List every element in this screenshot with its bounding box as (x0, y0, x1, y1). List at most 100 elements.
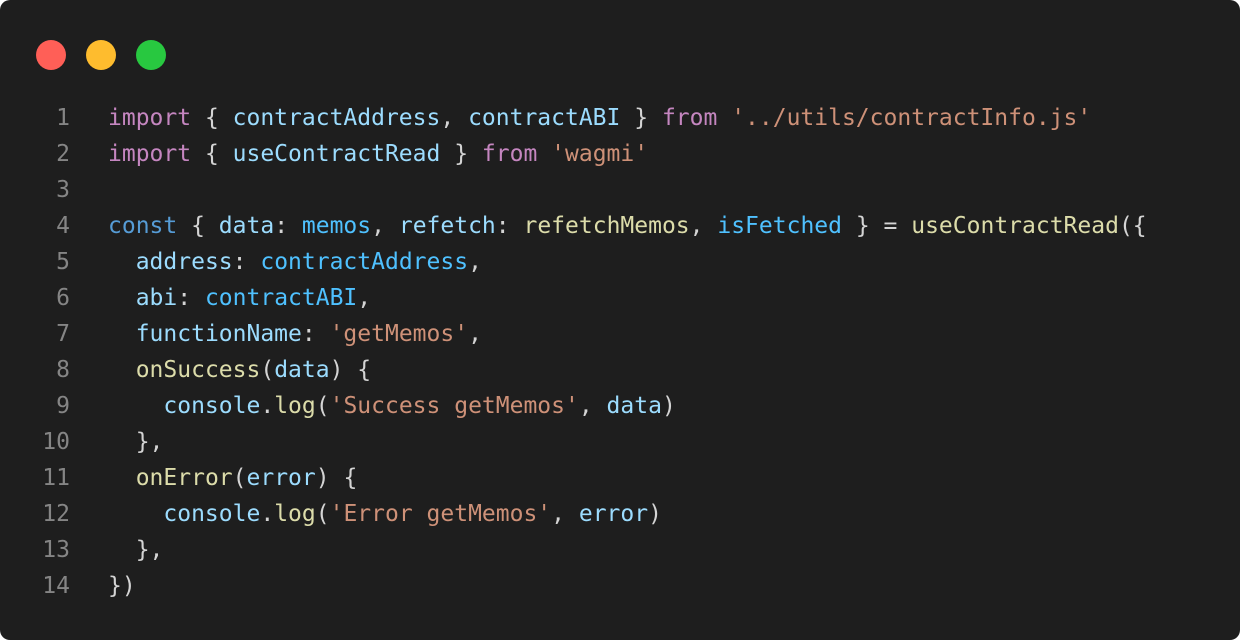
line-number: 2 (56, 141, 70, 167)
code-token: : (301, 321, 330, 347)
code-block: 1 import { contractAddress, contractABI }… (0, 100, 1240, 604)
code-token: memos (301, 213, 372, 239)
code-line: 2 import { useContractRead } from 'wagmi' (0, 136, 1240, 172)
code-token: }, (108, 429, 164, 455)
code-token: log (274, 501, 316, 527)
code-token: import (108, 105, 192, 131)
code-token: const (108, 213, 178, 239)
window-titlebar (0, 0, 1240, 80)
code-token: }, (108, 537, 164, 563)
code-token: contractABI (204, 285, 358, 311)
line-number: 3 (56, 177, 70, 203)
code-token: , (357, 285, 372, 311)
code-token: }) (108, 573, 136, 599)
line-number: 10 (42, 429, 70, 455)
code-token: import (108, 141, 192, 167)
code-line: 13 }, (0, 532, 1240, 568)
code-token: : (495, 213, 524, 239)
code-token: : (177, 285, 205, 311)
code-token: address (135, 249, 233, 275)
code-token: from (661, 105, 718, 131)
code-line-content: address: contractAddress, (108, 244, 482, 280)
code-token: contractAddress (232, 105, 441, 131)
line-number: 11 (42, 465, 70, 491)
code-token: 'Success getMemos' (329, 393, 579, 419)
code-token: contractABI (468, 105, 621, 131)
code-token: ) { (315, 465, 358, 491)
code-line-content: console.log('Success getMemos', data) (108, 388, 675, 424)
code-token: refetch (398, 213, 496, 239)
code-token: ( (315, 393, 330, 419)
close-window-icon[interactable] (36, 40, 66, 70)
code-token (108, 285, 136, 311)
code-token: } (440, 141, 482, 167)
code-line: 1 import { contractAddress, contractABI }… (0, 100, 1240, 136)
code-line: 10 }, (0, 424, 1240, 460)
code-line: 6 abi: contractABI, (0, 280, 1240, 316)
code-token: , (440, 105, 469, 131)
code-token: functionName (135, 321, 302, 347)
code-line-content: onError(error) { (108, 460, 358, 496)
code-line-content: onSuccess(data) { (108, 352, 371, 388)
code-line: 11 onError(error) { (0, 460, 1240, 496)
code-line-content: }) (108, 568, 136, 604)
code-token: { (191, 141, 233, 167)
code-token: . (260, 501, 275, 527)
code-token: , (578, 393, 607, 419)
code-token: ) (648, 501, 662, 527)
line-number: 8 (56, 357, 70, 383)
code-token: . (260, 393, 275, 419)
code-token: : (274, 213, 302, 239)
code-line-content: import { useContractRead } from 'wagmi' (108, 136, 648, 172)
code-token: contractAddress (260, 249, 469, 275)
code-line: 12 console.log('Error getMemos', error) (0, 496, 1240, 532)
code-token: data (606, 393, 662, 419)
code-token: , (468, 321, 482, 347)
code-token: { (191, 105, 233, 131)
code-token: 'Error getMemos' (329, 501, 552, 527)
code-line-content: const { data: memos, refetch: refetchMem… (108, 208, 1147, 244)
code-token: ( (232, 465, 247, 491)
code-token (108, 501, 163, 527)
code-line-content: abi: contractABI, (108, 280, 371, 316)
minimize-window-icon[interactable] (86, 40, 116, 70)
code-line: 8 onSuccess(data) { (0, 352, 1240, 388)
code-token: console (163, 393, 261, 419)
code-line: 3 (0, 172, 1240, 208)
code-token: data (218, 213, 275, 239)
code-token: useContractRead (232, 141, 441, 167)
code-token: log (274, 393, 316, 419)
code-token: ( (315, 501, 330, 527)
code-token: ({ (1118, 213, 1147, 239)
zoom-window-icon[interactable] (136, 40, 166, 70)
code-line: 14}) (0, 568, 1240, 604)
code-line: 9 console.log('Success getMemos', data) (0, 388, 1240, 424)
code-token (108, 465, 136, 491)
code-token: } = (841, 213, 912, 239)
line-number: 9 (56, 393, 70, 419)
code-token (537, 141, 551, 167)
code-line-content: }, (108, 532, 164, 568)
code-line: 5 address: contractAddress, (0, 244, 1240, 280)
code-line-content: import { contractAddress, contractABI } … (108, 100, 1091, 136)
code-token: error (578, 501, 649, 527)
code-line-content: console.log('Error getMemos', error) (108, 496, 662, 532)
code-token: { (177, 213, 219, 239)
code-line: 7 functionName: 'getMemos', (0, 316, 1240, 352)
code-token: console (163, 501, 261, 527)
line-number: 1 (56, 105, 70, 131)
line-number: 6 (56, 285, 70, 311)
line-number: 13 (42, 537, 70, 563)
code-token: , (468, 249, 482, 275)
code-token: 'getMemos' (329, 321, 469, 347)
code-token (108, 249, 136, 275)
code-token: onSuccess (135, 357, 261, 383)
code-token: , (689, 213, 718, 239)
code-token: refetchMemos (523, 213, 690, 239)
code-token: ( (260, 357, 275, 383)
code-token: error (246, 465, 316, 491)
line-number: 14 (42, 573, 70, 599)
code-line-content: }, (108, 424, 164, 460)
